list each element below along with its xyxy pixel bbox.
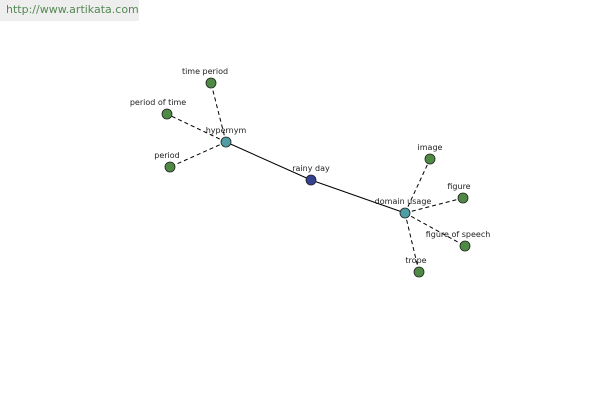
nodes-layer [161, 77, 471, 278]
edge-domain-usage-trope [404, 212, 420, 273]
edge-domain-usage-figure [404, 197, 464, 214]
node-label-period: period [154, 151, 179, 160]
node-label-rainy-day: rainy day [292, 164, 330, 173]
edge-hypernym-time-period [210, 82, 227, 143]
node-label-hypernym: hypernym [206, 126, 247, 135]
node-label-image: image [418, 143, 443, 152]
node-period-of-time[interactable] [161, 108, 173, 120]
node-label-period-of-time: period of time [130, 98, 186, 107]
edge-hypernym-period [169, 141, 227, 168]
node-image[interactable] [424, 153, 436, 165]
node-hypernym[interactable] [220, 136, 232, 148]
node-trope[interactable] [413, 266, 425, 278]
node-rainy-day[interactable] [305, 174, 317, 186]
source-link[interactable]: http://www.artikata.com [6, 3, 139, 16]
edge-domain-usage-figure-of-speech [404, 212, 466, 247]
node-label-trope: trope [405, 256, 426, 265]
source-banner: http://www.artikata.com [0, 0, 139, 21]
node-label-time-period: time period [182, 67, 228, 76]
node-domain-usage[interactable] [399, 207, 411, 219]
node-figure-of-speech[interactable] [459, 240, 471, 252]
edge-rainy-day-domain-usage [310, 179, 406, 214]
edges-layer [166, 82, 466, 273]
node-label-figure-of-speech: figure of speech [426, 230, 491, 239]
node-figure[interactable] [457, 192, 469, 204]
node-period[interactable] [164, 161, 176, 173]
node-label-figure: figure [447, 182, 470, 191]
edge-hypernym-period-of-time [166, 113, 227, 143]
node-time-period[interactable] [205, 77, 217, 89]
node-label-domain-usage: domain usage [375, 197, 432, 206]
labels-layer: rainy day hypernym domain usage time period… [130, 67, 490, 265]
edge-domain-usage-image [404, 158, 431, 214]
edge-hypernym-rainy-day [225, 141, 312, 181]
